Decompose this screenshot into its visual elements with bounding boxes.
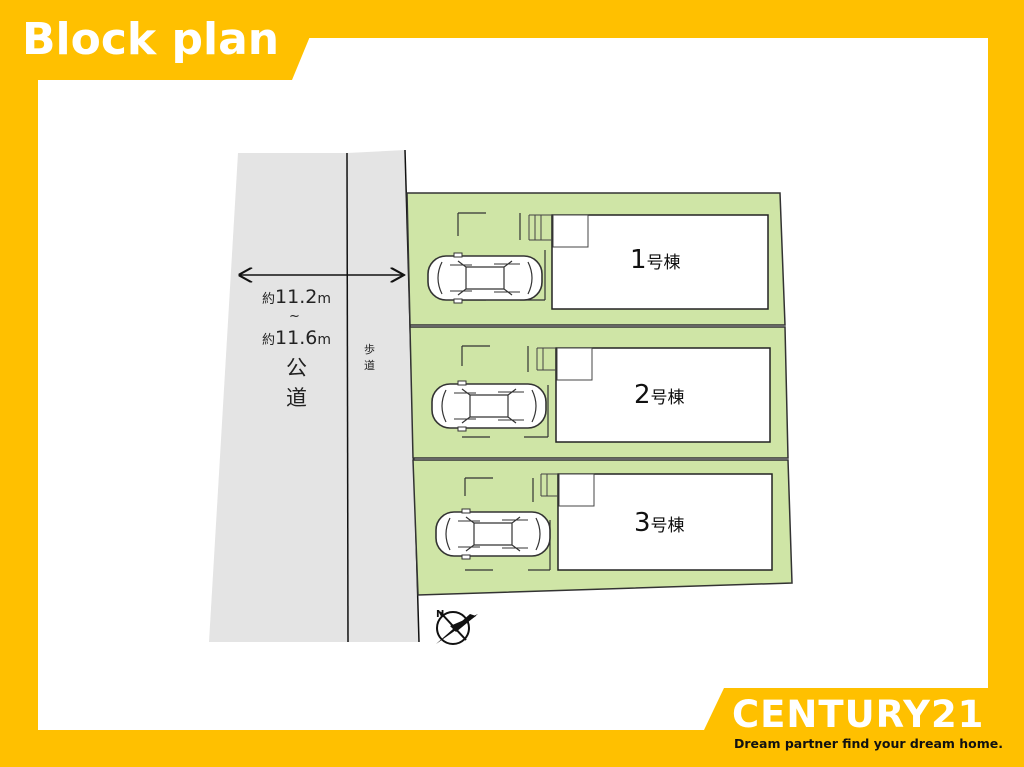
entry-1: [552, 214, 589, 248]
road-name-2: 道: [286, 386, 307, 410]
brand-band: [704, 688, 1024, 767]
road-line: [346, 152, 349, 643]
car-icon: [435, 508, 551, 560]
parking-lines-2b: [462, 385, 549, 438]
building-label-3: 3号棟: [634, 508, 685, 538]
entry-2: [556, 347, 593, 381]
building-label-2: 2号棟: [634, 380, 685, 410]
road-width-sep: ~: [289, 309, 300, 324]
building-1: [551, 214, 769, 310]
car-icon: [427, 252, 543, 304]
road-name-1: 公: [286, 356, 307, 380]
sidewalk-label-2: 道: [364, 359, 375, 372]
steps-2: [536, 347, 556, 371]
road-width-min: 約11.2m: [262, 286, 331, 308]
sidewalk-label-1: 歩: [364, 343, 375, 356]
parking-lines-3: [464, 477, 534, 502]
svg-text:N: N: [436, 609, 444, 620]
brand-logo: CENTURY21: [732, 693, 985, 736]
north-compass-icon: N: [436, 609, 478, 645]
public-road: [209, 153, 348, 642]
car-icon: [431, 380, 547, 432]
page-title: Block plan: [22, 14, 280, 65]
title-tab: [0, 0, 325, 80]
building-label-1: 1号棟: [630, 245, 681, 275]
road-width-max: 約11.6m: [262, 327, 331, 349]
steps-3: [540, 473, 558, 497]
parking-lines-2: [461, 345, 529, 372]
brand-tagline: Dream partner find your dream home.: [734, 736, 1004, 751]
entry-3: [558, 473, 595, 507]
parking-lines-1: [457, 212, 521, 240]
steps-1: [528, 214, 552, 241]
